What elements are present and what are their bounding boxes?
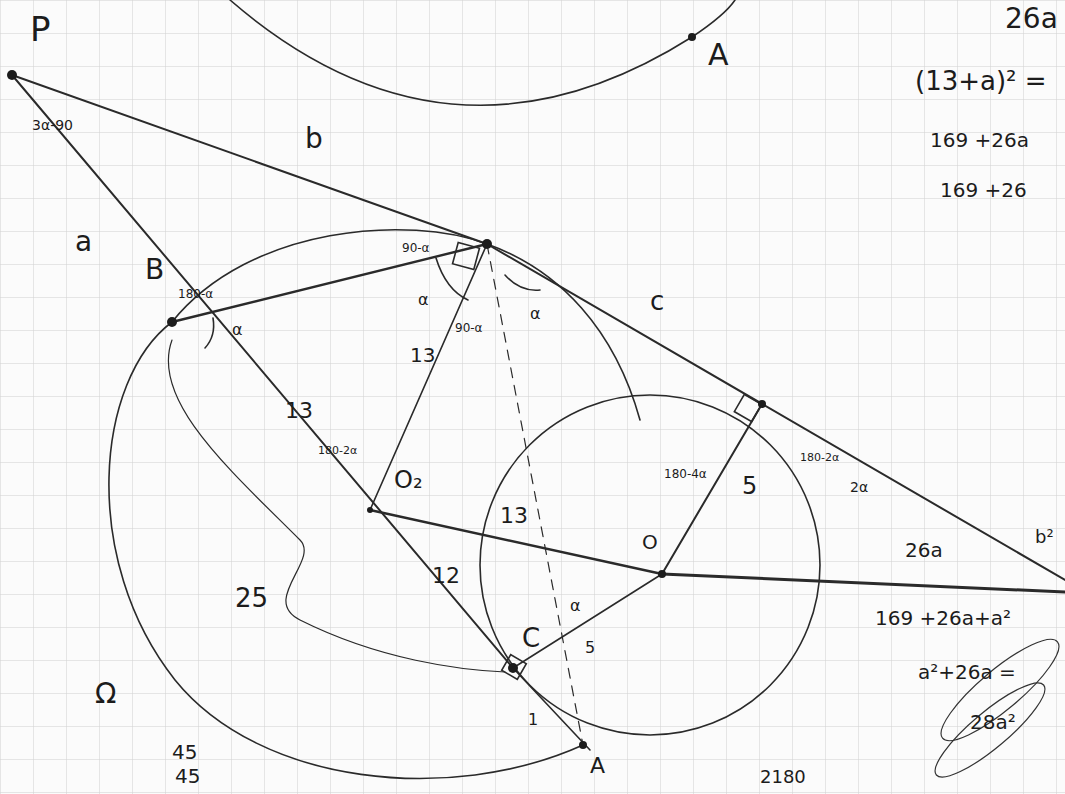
right-angle [734,394,761,421]
dashed-line [487,244,583,745]
sketch-label: O [642,532,658,552]
sketch-label: 180-α [178,288,213,300]
curve [168,340,505,672]
point [508,663,518,673]
point [579,741,587,749]
sketch-label: (13+a)² = [915,68,1047,94]
sketch-label: P [30,12,51,46]
top-circle-arc [230,0,735,105]
sketch-label: 25 [235,585,268,611]
sketch-label: α [232,322,243,338]
segment-ca [513,668,590,750]
sketch-label: 13 [410,345,435,365]
sketch-label: 180-2α [318,445,357,456]
circle-o [480,395,820,735]
segment-oc [513,574,662,668]
sketch-label: 26a [905,540,943,560]
sketch-label: b² [1035,528,1054,546]
sketch-label: 180-2α [800,452,839,463]
sketch-label: c [650,288,664,314]
sketch-label: a [75,228,92,256]
center-ray [662,574,1065,592]
sketch-label: A [590,755,605,777]
chord [172,244,487,322]
sketch-label: 12 [432,565,460,587]
sketch-label: α [418,292,429,308]
right-angle [453,243,480,270]
sketch-label: 1 [528,712,538,728]
sketch-label: a²+26a = [918,662,1016,682]
sketch-label: 45 [172,742,197,762]
sketch-label: 90-α [455,322,483,334]
sketch-label: B [145,256,164,284]
point [367,507,373,513]
sketch-label: 13 [500,505,528,527]
sketch-label: Ω [95,680,116,708]
point [658,570,666,578]
sketch-label: 3α-90 [32,118,73,132]
sketch-label: 169 +26a+a² [875,608,1011,628]
sketch-label: 180-4α [664,468,707,480]
sketch-label: C [522,625,540,651]
point [482,239,492,249]
sketch-label: α [570,598,581,614]
sketch-label: 169 +26 [940,180,1027,200]
radius-5 [662,404,762,574]
point [688,33,696,41]
scribble-loop [925,671,1055,789]
angle-arc [505,275,540,290]
sketch-label: 28a² [970,712,1016,732]
sketch-label: α [530,306,541,322]
tangent-c [487,244,1065,580]
right-angle [502,655,527,680]
sketch-label: 2α [850,480,868,494]
angle-arc [205,318,214,348]
sketch-label: 45 [175,766,200,786]
point [167,317,177,327]
sketch-label: O₂ [394,468,423,492]
point [758,400,766,408]
line-a [12,75,513,668]
sketch-label: 5 [585,640,595,656]
upper-arc [172,230,640,420]
sketch-label: 5 [742,474,757,498]
omega-circle [109,322,583,778]
sketch-label: 13 [285,400,313,422]
sketch-label: 90-α [402,242,430,254]
sketch-label: 2180 [760,768,806,786]
sketch-label: 169 +26a [930,130,1029,150]
sketch-label: 26a [1005,5,1058,33]
sketch-label: b [305,125,323,153]
radius [370,244,487,510]
point [7,70,17,80]
sketch-label: A [708,40,729,70]
